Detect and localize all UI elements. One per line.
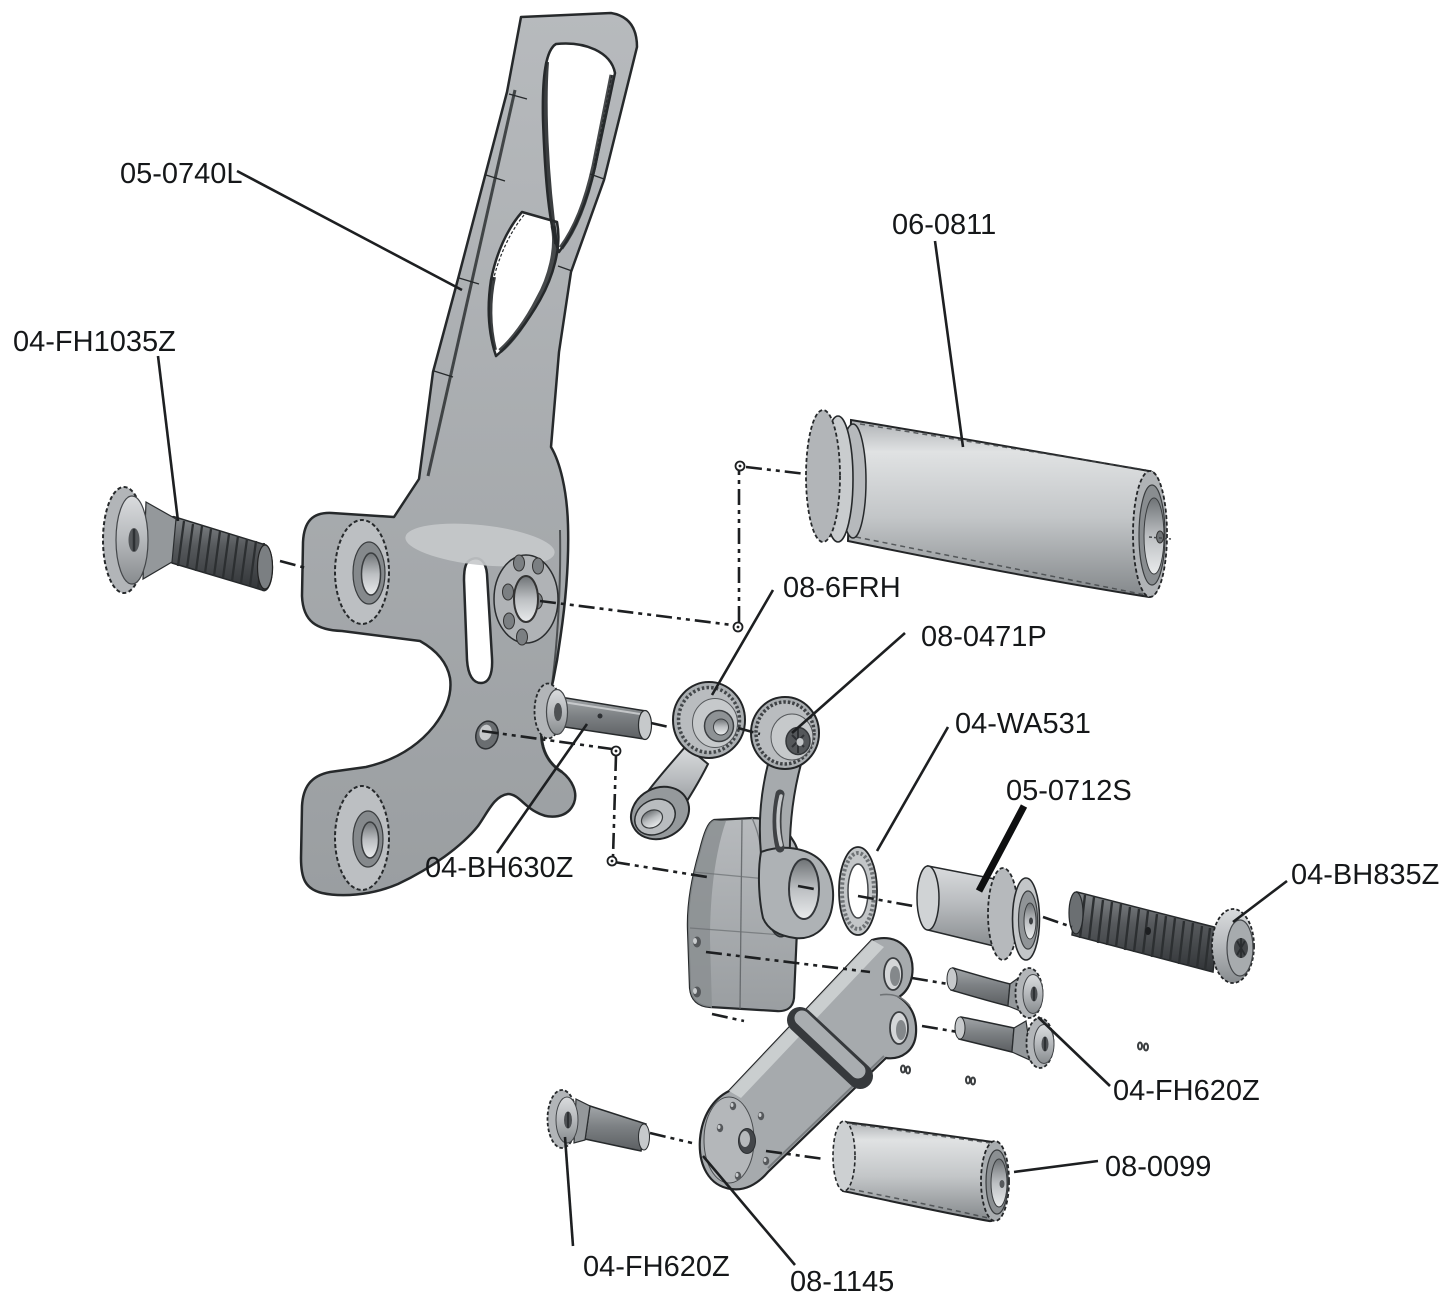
assembly-axis-lines [279, 460, 1073, 1161]
part-flat-head-bolt-pair [946, 967, 1055, 1069]
label-washer: 04-WA531 [955, 708, 1091, 740]
part-labels: 05-0740L 04-FH1035Z 06-0811 08-6FRH 08-0… [13, 158, 1439, 1298]
bracket-lower-boss [334, 785, 390, 891]
axis-fold-vertical-pivot [611, 754, 618, 858]
part-rod-end [630, 681, 746, 841]
axis-fh620z-upper-b [911, 976, 949, 986]
leader-foot-peg [933, 240, 965, 448]
bracket-upper-boss [334, 519, 390, 625]
part-flat-head-bolt-large [102, 486, 274, 594]
leader-flat-head-bolt-lower [563, 1136, 575, 1247]
axis-bh630z-left [481, 729, 613, 751]
axis-bh630z-rodend [650, 721, 670, 729]
leader-rod-end [710, 589, 775, 696]
label-spacer-tube: 08-0099 [1105, 1151, 1211, 1183]
leader-brake-arm [702, 1155, 796, 1266]
part-foot-peg [805, 409, 1172, 599]
axis-fh620z-lower-b [921, 1024, 959, 1034]
label-button-head-bolt-long: 04-BH835Z [1291, 859, 1439, 891]
label-brake-arm: 08-1145 [790, 1266, 894, 1298]
leader-main-bracket [236, 169, 463, 292]
axis-peg [745, 465, 807, 476]
debris-specks [900, 1041, 1149, 1086]
axis-pivot-b [797, 884, 815, 891]
label-main-bracket: 05-0740L [120, 158, 243, 190]
part-button-head-bolt-long [1068, 891, 1255, 984]
label-flat-head-bolt-large: 04-FH1035Z [13, 326, 176, 358]
axis-fh620z-upper-a [705, 950, 871, 974]
part-washer [838, 846, 878, 936]
axis-pivot-c [857, 894, 914, 908]
part-spacer-tube [832, 1120, 1010, 1223]
axis-bottom-b [765, 1149, 825, 1161]
leader-pivot-spacer [975, 804, 1028, 893]
label-rod-end: 08-6FRH [783, 572, 901, 604]
leader-flat-head-bolt-pair [1037, 1016, 1111, 1087]
leader-spacer-tube [1013, 1159, 1099, 1174]
part-flat-head-bolt-lower [546, 1089, 650, 1152]
part-pivot-spacer [916, 865, 1041, 961]
leader-button-head-bolt-short [495, 723, 589, 854]
axis-center-hole [539, 599, 733, 627]
part-button-head-bolt-short [533, 682, 653, 741]
leader-pivot-lever [791, 632, 906, 734]
leader-washer [875, 726, 950, 852]
part-main-bracket [299, 11, 639, 897]
leader-button-head-bolt-long [1232, 879, 1288, 924]
leader-flat-head-bolt-large [156, 355, 180, 522]
axis-fh1035z [279, 559, 307, 570]
axis-bottom-a [649, 1131, 693, 1145]
axis-fh620z-lower-a [711, 1012, 745, 1023]
label-flat-head-bolt-lower: 04-FH620Z [583, 1251, 730, 1283]
axis-fold-connectors [606, 460, 746, 867]
label-button-head-bolt-short: 04-BH630Z [425, 852, 573, 884]
label-flat-head-bolt-pair: 04-FH620Z [1113, 1075, 1260, 1107]
leader-lines [156, 169, 1288, 1266]
bracket-center-boss [493, 554, 559, 646]
part-pivot-lever [750, 696, 835, 940]
part-brake-arm [698, 937, 918, 1191]
label-foot-peg: 06-0811 [892, 209, 996, 241]
axis-pivot-d [1042, 915, 1073, 929]
label-pivot-lever: 08-0471P [921, 621, 1047, 653]
axis-rodend-lever [737, 726, 761, 736]
axis-pivot-a [613, 860, 708, 879]
label-pivot-spacer: 05-0712S [1006, 775, 1132, 807]
